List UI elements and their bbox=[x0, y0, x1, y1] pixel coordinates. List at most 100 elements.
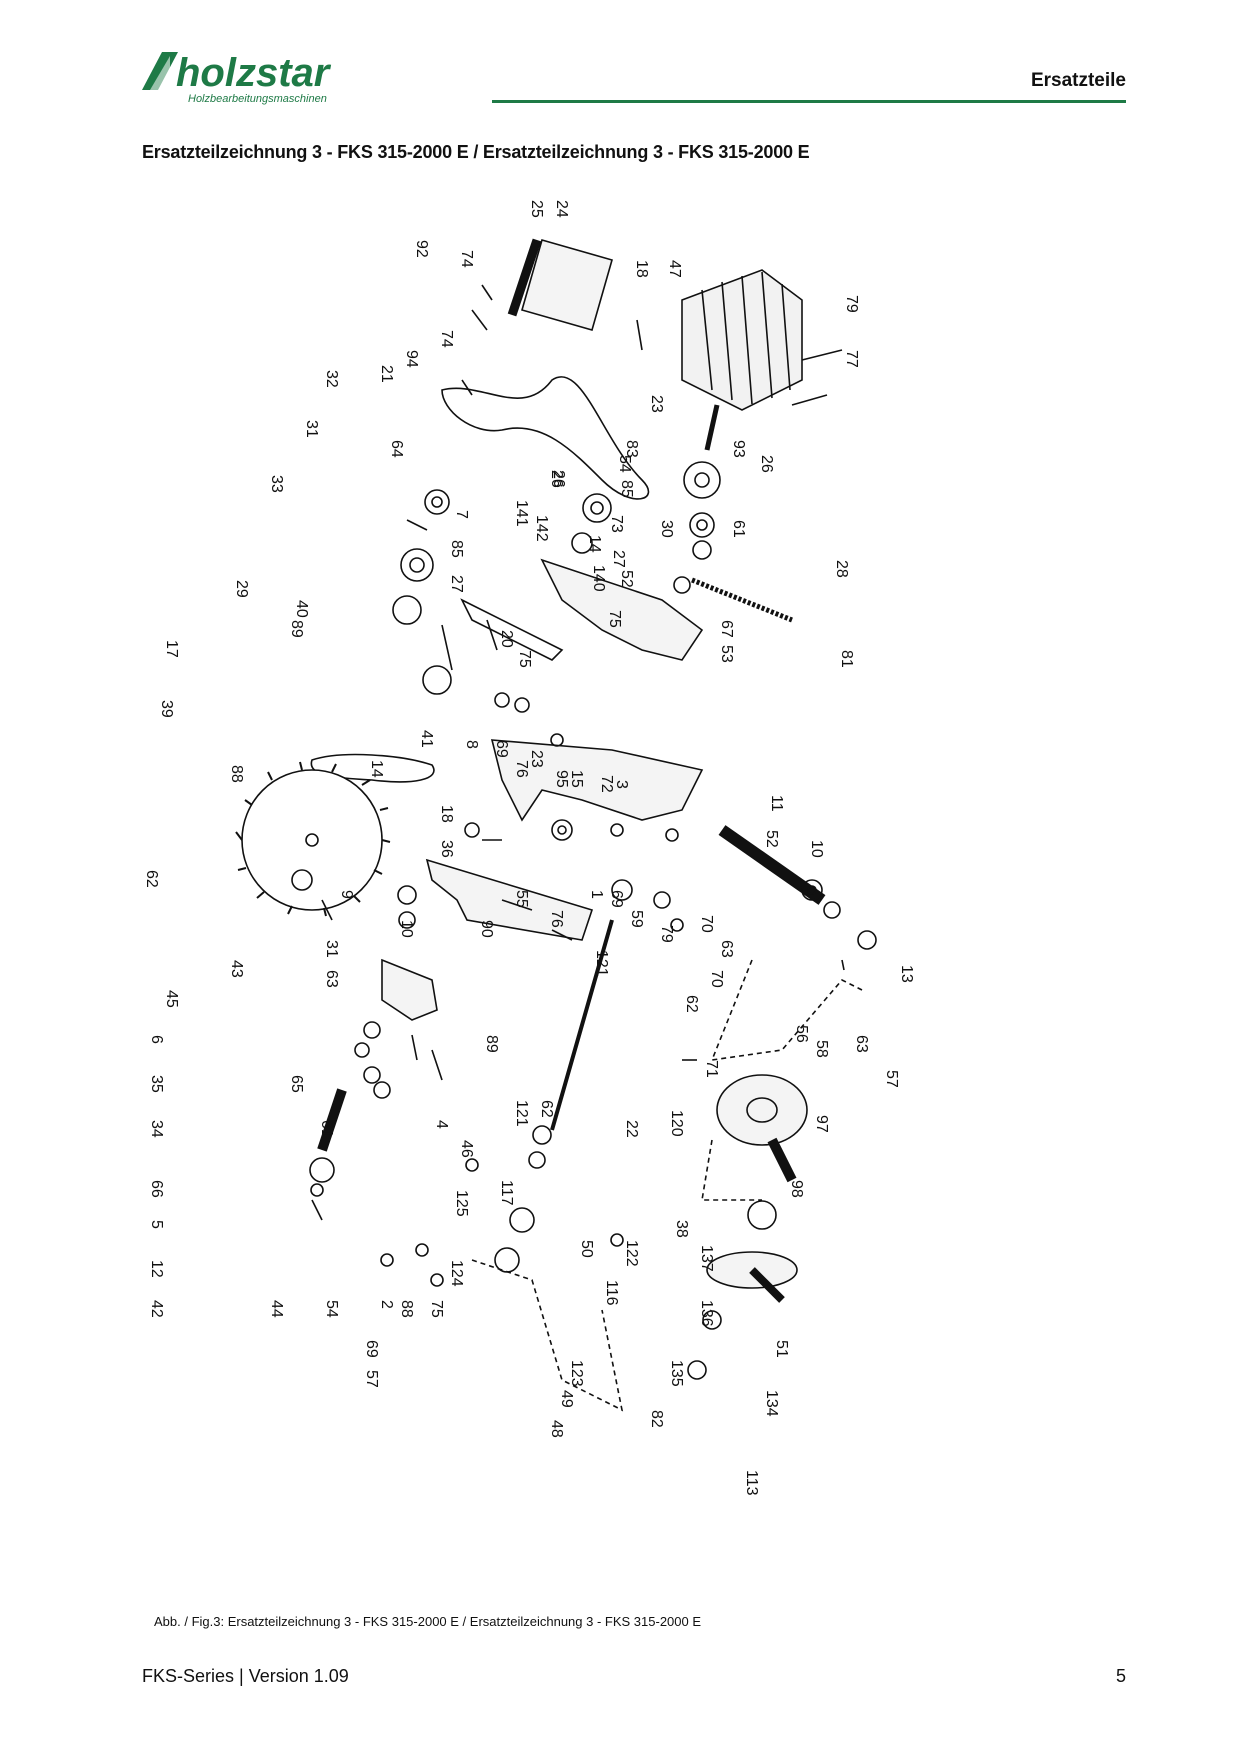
part-label-116: 116 bbox=[603, 1280, 620, 1306]
part-label-34: 34 bbox=[148, 1120, 165, 1138]
part-label-3: 3 bbox=[613, 780, 630, 789]
part-label-7: 7 bbox=[453, 510, 470, 519]
part-label-61: 61 bbox=[318, 1120, 335, 1138]
part-label-44: 44 bbox=[268, 1300, 285, 1318]
part-label-43: 43 bbox=[228, 960, 245, 978]
part-label-95: 95 bbox=[553, 770, 570, 788]
part-label-35: 35 bbox=[148, 1075, 165, 1093]
part-label-31: 31 bbox=[303, 420, 320, 438]
part-label-54: 54 bbox=[616, 455, 633, 473]
page-number: 5 bbox=[1115, 1666, 1126, 1686]
part-label-59: 59 bbox=[628, 910, 645, 928]
part-label-62: 62 bbox=[143, 870, 160, 888]
part-label-47: 47 bbox=[666, 260, 683, 278]
part-label-61: 61 bbox=[730, 520, 747, 538]
part-label-49: 49 bbox=[558, 1390, 575, 1408]
part-label-72: 72 bbox=[598, 775, 615, 793]
part-label-18: 18 bbox=[438, 805, 455, 823]
part-label-46: 46 bbox=[458, 1140, 475, 1158]
part-label-55: 55 bbox=[513, 890, 530, 908]
part-label-122: 122 bbox=[623, 1240, 640, 1267]
part-label-57: 57 bbox=[363, 1370, 380, 1388]
part-label-18: 18 bbox=[633, 260, 650, 278]
part-label-1: 1 bbox=[588, 890, 605, 899]
part-label-57: 57 bbox=[883, 1070, 900, 1088]
part-label-36: 36 bbox=[438, 840, 455, 858]
part-label-9: 9 bbox=[338, 890, 355, 899]
part-label-64: 64 bbox=[388, 440, 405, 458]
part-label-2: 2 bbox=[378, 1300, 395, 1309]
part-label-67: 67 bbox=[718, 620, 735, 638]
parts-drawing-svg: 9274742524184779779421326431332393268354… bbox=[143, 200, 915, 1496]
part-label-137: 137 bbox=[698, 1245, 715, 1272]
part-label-38: 38 bbox=[673, 1220, 690, 1238]
part-label-140: 140 bbox=[590, 565, 607, 592]
part-label-89: 89 bbox=[288, 620, 305, 638]
part-label-92: 92 bbox=[413, 240, 430, 258]
part-label-79: 79 bbox=[843, 295, 860, 313]
part-label-88: 88 bbox=[398, 1300, 415, 1318]
part-label-77: 77 bbox=[843, 350, 860, 368]
part-label-15: 15 bbox=[568, 770, 585, 788]
part-label-124: 124 bbox=[448, 1260, 465, 1287]
part-label-98: 98 bbox=[788, 1180, 805, 1198]
drawing-linework bbox=[235, 238, 877, 1412]
part-label-48: 48 bbox=[548, 1420, 565, 1438]
part-label-88: 88 bbox=[228, 765, 245, 783]
part-label-17: 17 bbox=[163, 640, 180, 658]
drawing-heading: Ersatzteilzeichnung 3 - FKS 315-2000 E /… bbox=[142, 142, 810, 162]
part-label-93: 93 bbox=[730, 440, 747, 458]
part-label-69: 69 bbox=[493, 740, 510, 758]
part-label-120: 120 bbox=[668, 1110, 685, 1137]
part-label-75: 75 bbox=[428, 1300, 445, 1318]
part-label-83: 83 bbox=[623, 440, 640, 458]
part-label-12: 12 bbox=[148, 1260, 165, 1278]
part-label-66: 66 bbox=[148, 1180, 165, 1198]
part-label-63: 63 bbox=[718, 940, 735, 958]
part-label-28: 28 bbox=[833, 560, 850, 578]
part-label-32: 32 bbox=[323, 370, 340, 388]
part-label-26: 26 bbox=[548, 470, 565, 488]
header-divider bbox=[492, 100, 1126, 103]
part-label-85: 85 bbox=[618, 480, 635, 498]
part-label-41: 41 bbox=[418, 730, 435, 748]
part-label-26: 26 bbox=[550, 470, 567, 488]
part-label-90: 90 bbox=[478, 920, 495, 938]
part-label-63: 63 bbox=[853, 1035, 870, 1053]
svg-text:holzstar: holzstar bbox=[176, 51, 332, 95]
part-label-123: 123 bbox=[568, 1360, 585, 1387]
part-label-27: 27 bbox=[448, 575, 465, 593]
part-label-6: 6 bbox=[148, 1035, 165, 1044]
part-label-135: 135 bbox=[668, 1360, 685, 1387]
part-label-136: 136 bbox=[698, 1300, 715, 1327]
part-label-73: 73 bbox=[608, 515, 625, 533]
part-label-121: 121 bbox=[513, 1100, 530, 1127]
part-label-58: 58 bbox=[813, 1040, 830, 1058]
part-label-141: 141 bbox=[513, 500, 530, 527]
part-label-125: 125 bbox=[453, 1190, 470, 1217]
part-label-70: 70 bbox=[708, 970, 725, 988]
part-label-14: 14 bbox=[368, 760, 385, 778]
part-label-121: 121 bbox=[593, 950, 610, 977]
part-label-79: 79 bbox=[658, 925, 675, 943]
figure-caption: Abb. / Fig.3: Ersatzteilzeichnung 3 - FK… bbox=[154, 1614, 702, 1629]
part-label-39: 39 bbox=[158, 700, 175, 718]
part-label-14: 14 bbox=[586, 535, 603, 553]
holzstar-logo-graphic: holzstar Holzbearbeitungsmaschinen bbox=[142, 51, 332, 105]
part-label-45: 45 bbox=[163, 990, 180, 1008]
part-label-29: 29 bbox=[233, 580, 250, 598]
part-label-26: 26 bbox=[758, 455, 775, 473]
part-label-76: 76 bbox=[513, 760, 530, 778]
part-label-81: 81 bbox=[838, 650, 855, 668]
part-label-74: 74 bbox=[458, 250, 475, 268]
part-label-113: 113 bbox=[743, 1470, 760, 1496]
part-label-52: 52 bbox=[618, 570, 635, 588]
part-label-52: 52 bbox=[763, 830, 780, 848]
part-label-33: 33 bbox=[268, 475, 285, 493]
part-label-89: 89 bbox=[483, 1035, 500, 1053]
part-label-76: 76 bbox=[548, 910, 565, 928]
part-label-71: 71 bbox=[703, 1060, 720, 1078]
part-label-5: 5 bbox=[148, 1220, 165, 1229]
